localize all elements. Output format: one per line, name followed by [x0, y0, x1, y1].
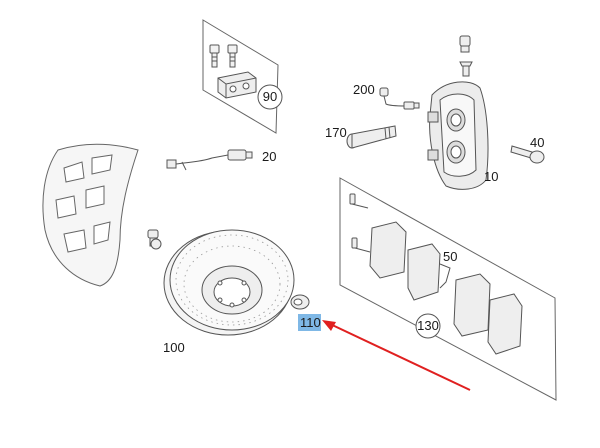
bolt-icon: [346, 125, 397, 149]
highlight-box: [298, 314, 321, 331]
cap-nut-icon: [290, 294, 310, 310]
callout-circle: [415, 313, 441, 339]
bolt-icon: [147, 229, 162, 250]
brake-caliper-icon: [427, 81, 489, 190]
label-20: 20: [262, 149, 276, 164]
brake-disc-icon: [163, 229, 295, 336]
brake-pad-icon: [369, 221, 523, 355]
label-130: 130: [417, 318, 439, 333]
callout-circle: [257, 84, 283, 110]
bolt-icon: [209, 44, 238, 68]
splash-shield-icon: [42, 143, 139, 287]
wear-sensor-icon: [166, 149, 253, 171]
bolt-icon: [510, 145, 545, 164]
label-90: 90: [263, 89, 277, 104]
label-10: 10: [484, 169, 498, 184]
mounting-block-icon: [217, 71, 257, 99]
label-170: 170: [325, 125, 347, 140]
panel-90: 90: [202, 19, 283, 134]
label-40: 40: [530, 135, 544, 150]
label-100: 100: [163, 340, 185, 355]
pad-kit-panel: 50 130: [339, 177, 557, 401]
clip-icon: [439, 263, 451, 289]
brake-hose-icon: [379, 87, 420, 110]
pin-icon: [349, 193, 371, 253]
label-110[interactable]: 110: [300, 315, 321, 330]
red-arrow-icon: [322, 320, 471, 391]
label-50: 50: [443, 249, 457, 264]
label-200: 200: [353, 82, 375, 97]
bleeder-cap-icon: [459, 35, 473, 77]
